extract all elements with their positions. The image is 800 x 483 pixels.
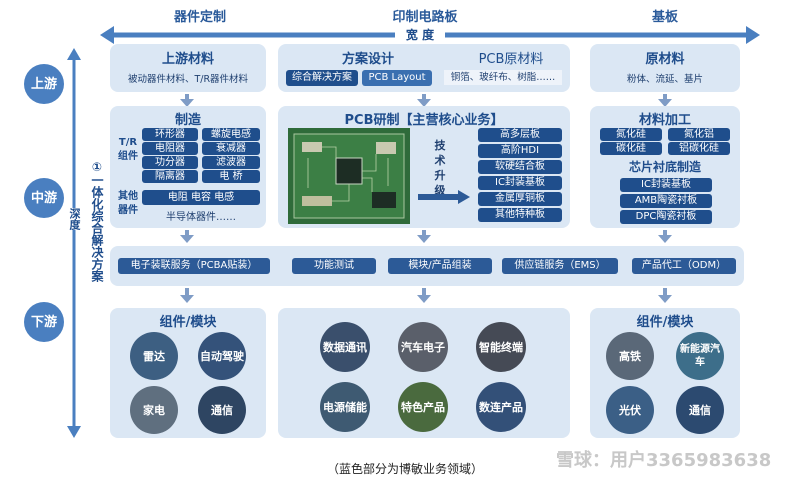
- midstream-right-panel: 材料加工 氮化硅 氮化铝 碳化硅 铝碳化硅 芯片衬底制造 IC封装基板 AMB陶…: [590, 106, 740, 228]
- downstream-right-title: 组件/模块: [636, 315, 694, 330]
- pcb-board-image: [288, 128, 410, 224]
- other-item-1: 电阻 电容 电感: [142, 190, 260, 205]
- material-process-title: 材料加工: [638, 113, 691, 128]
- down-arrow-4: [180, 235, 194, 243]
- midstream-pcb-panel: PCB研制【主营核心业务】 技术升级 高多层板 高阶HDI 软硬结合板 IC封装…: [278, 106, 570, 228]
- app-circle: 家电: [130, 386, 178, 434]
- down-arrow-1: [180, 99, 194, 107]
- pcb-product: IC封装基板: [478, 176, 562, 190]
- app-circle: 自动驾驶: [198, 332, 246, 380]
- app-circle: 雷达: [130, 332, 178, 380]
- down-arrow-7: [180, 295, 194, 303]
- app-circle: 高铁: [606, 332, 654, 380]
- tr-item: 环形器: [142, 128, 198, 141]
- caption: （蓝色部分为博敏业务领域）: [326, 462, 483, 476]
- app-circle: 通信: [198, 386, 246, 434]
- down-arrow-3: [658, 99, 672, 107]
- app-circle: 新能源汽车: [676, 332, 724, 380]
- tr-item: 隔离器: [142, 170, 198, 183]
- material-item: 碳化硅: [600, 142, 662, 155]
- downstream-left-title: 组件/模块: [159, 315, 217, 330]
- app-circle: 特色产品: [398, 382, 448, 432]
- tr-item: 电 桥: [202, 170, 260, 183]
- pcb-product: 金属厚铜板: [478, 192, 562, 206]
- service-item: 电子装联服务（PCBA贴装）: [118, 258, 270, 274]
- watermark: 雪球：用户3365983638: [556, 450, 772, 471]
- tr-item: 衰减器: [202, 142, 260, 155]
- upstream-left-title: 上游材料: [161, 52, 214, 67]
- substrate-item: AMB陶瓷衬板: [620, 194, 712, 208]
- other-item-2: 半导体器件……: [166, 212, 236, 223]
- manufacture-title: 制造: [174, 113, 201, 128]
- substrate-item: IC封装基板: [620, 178, 712, 192]
- material-item: 氮化铝: [668, 128, 730, 141]
- tr-item: 功分器: [142, 156, 198, 169]
- pcb-product: 软硬结合板: [478, 160, 562, 174]
- upstream-left-panel: 上游材料 被动器件材料、T/R器件材料: [110, 44, 266, 92]
- tr-item: 电阻器: [142, 142, 198, 155]
- downstream-right-panel: 组件/模块 高铁 新能源汽车 光伏 通信: [590, 308, 740, 438]
- midstream-left-panel: 制造 T/R组件 环形器 螺旋电感 电阻器 衰减器 功分器 滤波器 隔离器 电 …: [110, 106, 266, 228]
- raw-material-sub: 粉体、流延、基片: [626, 74, 703, 85]
- service-item: 产品代工（ODM）: [632, 258, 736, 274]
- tr-label: T/R组件: [118, 137, 138, 162]
- design-title: 方案设计: [341, 52, 394, 67]
- downstream-left-panel: 组件/模块 雷达 自动驾驶 家电 通信: [110, 308, 266, 438]
- upstream-mid-panel: 方案设计 综合解决方案 PCB Layout PCB原材料 铜箔、玻纤布、树脂……: [278, 44, 570, 92]
- app-circle: 智能终端: [476, 322, 526, 372]
- pcb-layout-chip: PCB Layout: [362, 70, 432, 86]
- depth-arrow: [67, 48, 81, 438]
- app-circle: 数据通讯: [320, 322, 370, 372]
- app-circle: 光伏: [606, 386, 654, 434]
- down-arrow-5: [417, 235, 431, 243]
- stage-downstream: 下游: [24, 302, 64, 342]
- col-header-left: 器件定制: [173, 10, 226, 25]
- app-circle: 通信: [676, 386, 724, 434]
- raw-material-title: 原材料: [645, 52, 685, 67]
- service-item: 模块/产品组装: [388, 258, 492, 274]
- solution-vertical-text: ①一体化综合解决方案: [90, 160, 104, 282]
- col-header-right: 基板: [651, 10, 678, 25]
- tr-item: 螺旋电感: [202, 128, 260, 141]
- other-label: 其他器件: [118, 191, 138, 216]
- down-arrow-9: [658, 295, 672, 303]
- stage-midstream: 中游: [24, 178, 64, 218]
- pcb-raw-sub: 铜箔、玻纤布、树脂……: [444, 70, 562, 85]
- col-header-mid: 印制电路板: [392, 10, 458, 25]
- pcb-product: 其他特种板: [478, 208, 562, 222]
- stage-upstream: 上游: [24, 64, 64, 104]
- solution-chip: 综合解决方案: [286, 70, 358, 86]
- material-item: 氮化硅: [600, 128, 662, 141]
- material-item: 铝碳化硅: [668, 142, 730, 155]
- upstream-right-panel: 原材料 粉体、流延、基片: [590, 44, 740, 92]
- width-label: 宽 度: [395, 26, 445, 43]
- pcb-product: 高多层板: [478, 128, 562, 142]
- upgrade-label: 技术升级: [434, 139, 446, 197]
- substrate-title: 芯片衬底制造: [628, 160, 701, 174]
- down-arrow-2: [417, 99, 431, 107]
- app-circle: 电源储能: [320, 382, 370, 432]
- substrate-item: DPC陶瓷衬板: [620, 210, 712, 224]
- downstream-mid-panel: 数据通讯 汽车电子 智能终端 电源储能 特色产品 数连产品: [278, 308, 570, 438]
- down-arrow-8: [417, 295, 431, 303]
- service-item: 供应链服务（EMS）: [502, 258, 618, 274]
- upstream-left-sub: 被动器件材料、T/R器件材料: [127, 74, 249, 85]
- pcb-title: PCB研制【主营核心业务】: [344, 113, 504, 128]
- pcb-product: 高阶HDI: [478, 144, 562, 158]
- app-circle: 数连产品: [476, 382, 526, 432]
- tr-item: 滤波器: [202, 156, 260, 169]
- depth-label: 深度: [66, 208, 82, 230]
- pcb-raw-title: PCB原材料: [478, 52, 544, 67]
- app-circle: 汽车电子: [398, 322, 448, 372]
- upgrade-arrow: [418, 190, 470, 204]
- service-item: 功能测试: [292, 258, 376, 274]
- down-arrow-6: [658, 235, 672, 243]
- services-panel: 电子装联服务（PCBA贴装） 功能测试 模块/产品组装 供应链服务（EMS） 产…: [110, 246, 744, 286]
